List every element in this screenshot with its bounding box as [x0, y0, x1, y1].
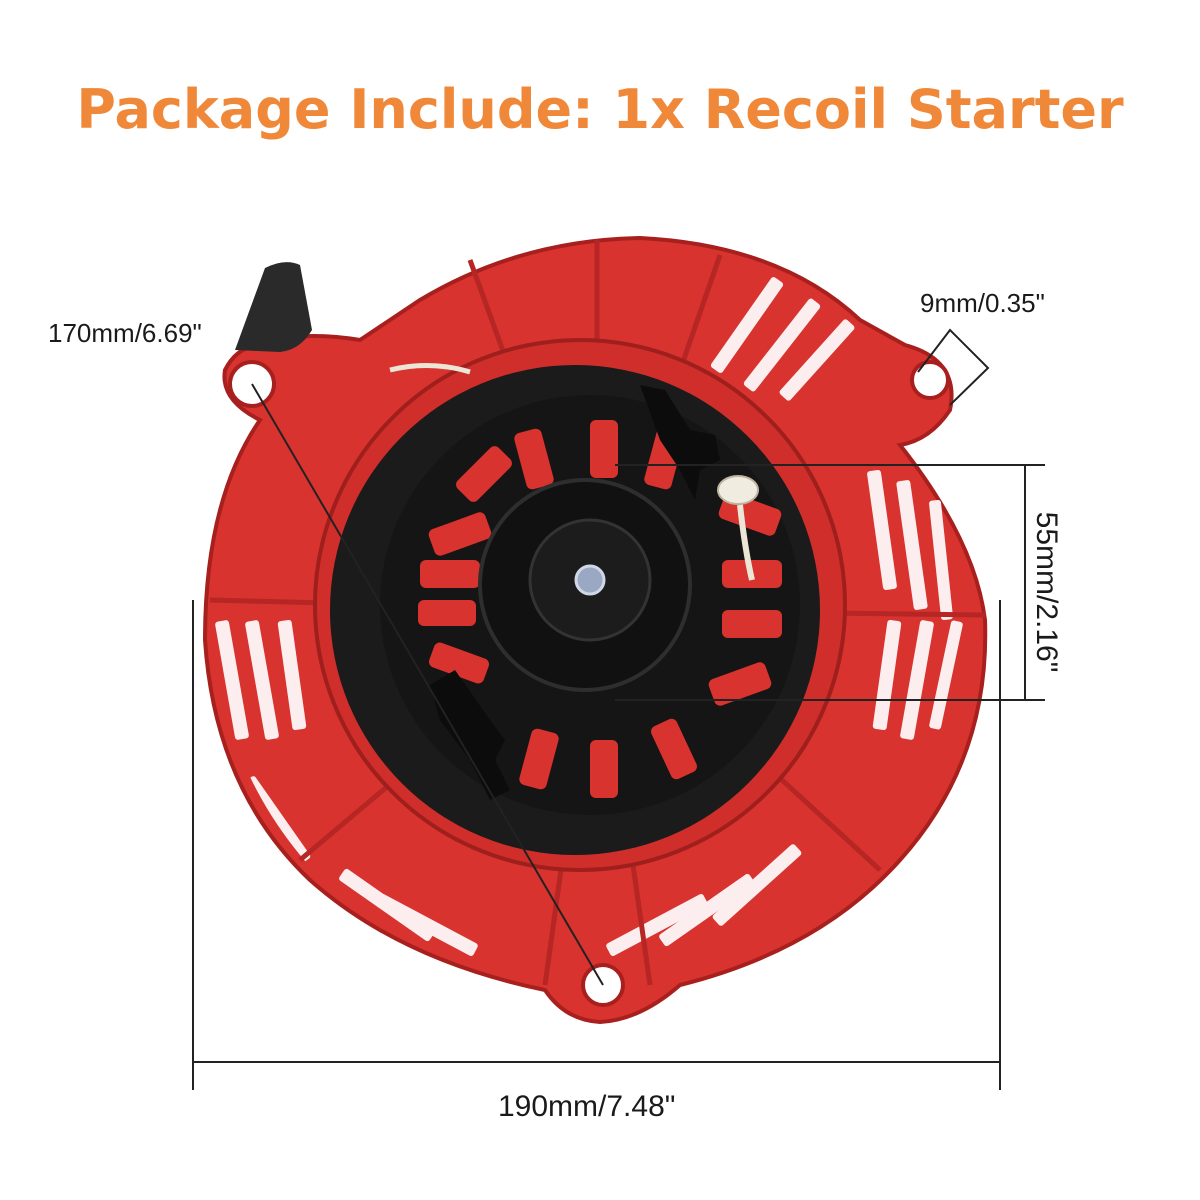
- diagonal-dimension-label: 170mm/6.69": [48, 318, 202, 348]
- diagonal-dimension-line: [251, 383, 604, 986]
- dimension-lines: [192, 328, 1045, 1090]
- pull-handle: [235, 262, 312, 352]
- width-dimension-label: 190mm/7.48": [498, 1090, 676, 1123]
- page-title: Package Include: 1x Recoil Starter: [76, 78, 1124, 141]
- mount-hole-right: [910, 360, 950, 400]
- pulley: [330, 363, 820, 855]
- hole-dimension-marker: [917, 328, 990, 406]
- center-dimension-label: 55mm/2.16": [1030, 511, 1063, 673]
- rope-knot: [717, 475, 759, 505]
- hole-dimension-label: 9mm/0.35": [920, 288, 1045, 318]
- center-screw: [574, 564, 606, 596]
